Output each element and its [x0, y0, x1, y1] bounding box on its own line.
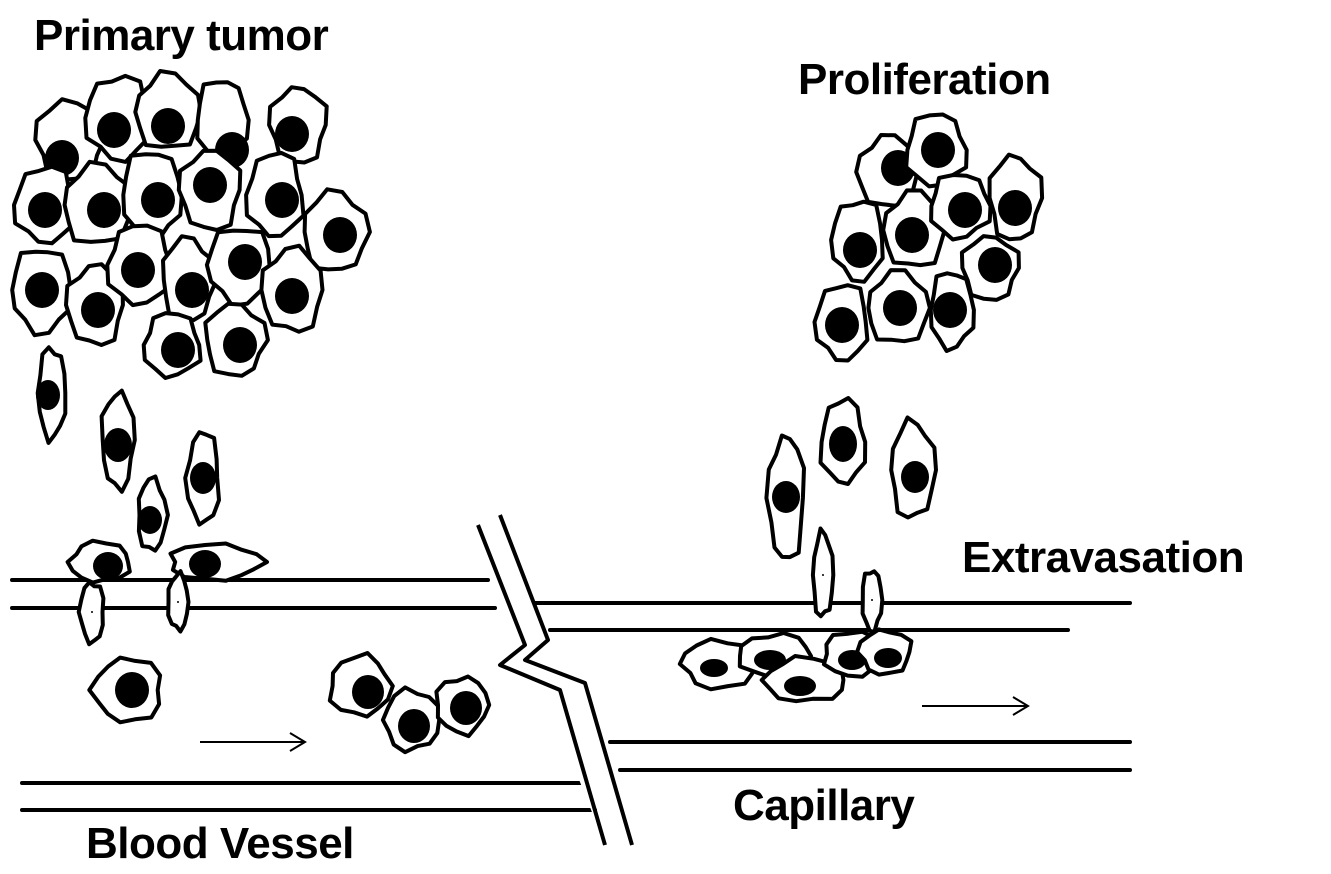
cell-nucleus — [138, 506, 162, 534]
cell-nucleus — [933, 292, 967, 328]
cell-nucleus — [28, 192, 62, 228]
cell-nucleus — [871, 599, 873, 601]
circulating-cell — [383, 687, 439, 752]
cell-nucleus — [829, 426, 857, 462]
cell-nucleus — [97, 112, 131, 148]
cell-nucleus — [25, 272, 59, 308]
cell-nucleus — [700, 659, 728, 677]
migrating-cell — [185, 432, 219, 524]
cell-nucleus — [275, 278, 309, 314]
cell-nucleus — [921, 132, 955, 168]
extravasating-cell — [766, 436, 804, 558]
cell-nucleus — [223, 327, 257, 363]
vessel-break-symbol — [478, 515, 632, 845]
cell-nucleus — [36, 380, 60, 410]
cell-nucleus — [175, 272, 209, 308]
cell-nucleus — [843, 232, 877, 268]
cell-nucleus — [883, 290, 917, 326]
cell-nucleus — [121, 252, 155, 288]
intravasating-cell — [68, 541, 130, 583]
migrating-cell — [102, 391, 135, 492]
circulating-cells — [89, 653, 489, 752]
intravasating-cell — [171, 544, 268, 581]
cell-nucleus — [874, 648, 902, 668]
intravasating-cells — [68, 541, 267, 645]
tumor-cell — [12, 252, 70, 336]
tumor-cell — [205, 304, 268, 376]
cell-nucleus — [948, 192, 982, 228]
circulating-cell — [89, 658, 160, 723]
cell-nucleus — [323, 217, 357, 253]
proliferation-cluster — [815, 115, 1043, 361]
capillary-flow-arrow — [922, 697, 1028, 715]
extravasating-cell — [821, 398, 866, 484]
cell-nucleus — [895, 217, 929, 253]
cell-nucleus — [177, 601, 179, 603]
extravasation-label: Extravasation — [962, 536, 1244, 580]
break-line-right — [500, 515, 632, 845]
extravasating-cell — [891, 418, 936, 518]
tumor-cell — [246, 153, 303, 236]
migrating-cell — [36, 347, 65, 443]
proliferating-cell — [931, 175, 990, 240]
proliferating-cell — [990, 155, 1043, 240]
proliferating-cell — [931, 273, 974, 351]
cell-nucleus — [189, 550, 221, 578]
proliferating-cell — [831, 202, 883, 282]
blood-vessel-label: Blood Vessel — [86, 822, 354, 866]
tumor-cell — [269, 87, 327, 162]
cell-nucleus — [978, 247, 1012, 283]
cell-nucleus — [772, 481, 800, 513]
cell-nucleus — [352, 675, 384, 709]
cell-nucleus — [784, 676, 816, 696]
proliferating-cell — [815, 285, 868, 360]
cell-nucleus — [228, 244, 262, 280]
migrating-cell — [138, 477, 168, 551]
cell-nucleus — [450, 691, 482, 725]
intravasating-cell — [168, 571, 188, 631]
cell-membrane — [79, 582, 104, 644]
cell-nucleus — [151, 108, 185, 144]
cell-nucleus — [822, 574, 824, 576]
proliferating-cell — [868, 270, 930, 341]
cell-nucleus — [141, 182, 175, 218]
cell-nucleus — [104, 428, 132, 462]
tumor-cell — [144, 313, 201, 378]
extravasating-cell — [813, 529, 833, 617]
primary-tumor-label: Primary tumor — [34, 14, 328, 58]
capillary-label: Capillary — [733, 784, 914, 828]
cell-nucleus — [901, 461, 929, 493]
circulating-cell — [330, 653, 393, 717]
circulating-cell — [436, 677, 489, 737]
tumor-cell — [135, 71, 201, 147]
cell-nucleus — [91, 611, 93, 613]
extravasating-cells — [766, 398, 936, 632]
cell-nucleus — [265, 182, 299, 218]
tumor-cell — [179, 151, 241, 230]
cell-nucleus — [93, 552, 123, 580]
extravasating-cell — [863, 571, 883, 632]
intravasating-cell — [79, 582, 104, 644]
cell-nucleus — [115, 672, 149, 708]
cell-nucleus — [398, 709, 430, 743]
cell-membrane — [813, 529, 833, 617]
cell-nucleus — [161, 332, 195, 368]
arrested-cells-in-capillary — [680, 629, 912, 701]
cell-nucleus — [275, 116, 309, 152]
cell-nucleus — [825, 307, 859, 343]
cell-nucleus — [81, 292, 115, 328]
cell-nucleus — [87, 192, 121, 228]
cell-nucleus — [193, 167, 227, 203]
proliferation-label: Proliferation — [798, 58, 1051, 102]
cell-nucleus — [998, 190, 1032, 226]
cell-nucleus — [190, 462, 216, 494]
primary-tumor-cluster — [12, 71, 370, 378]
blood-flow-arrow — [200, 733, 305, 751]
tumor-cell — [305, 189, 370, 269]
cell-membrane — [863, 571, 883, 632]
migrating-cells — [36, 347, 219, 550]
